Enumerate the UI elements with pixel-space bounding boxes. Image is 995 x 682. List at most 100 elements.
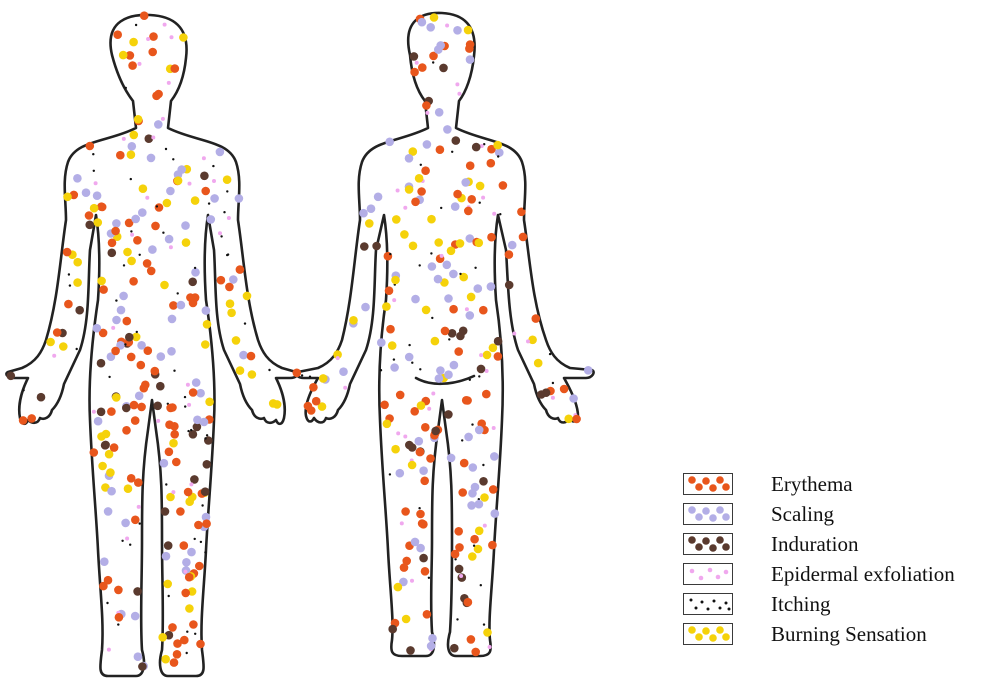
front-itching-marker [108, 376, 110, 378]
front-erythema-marker [169, 301, 178, 310]
back-induration-marker [455, 565, 464, 574]
front-erythema-marker [108, 239, 117, 248]
back-induration-marker [419, 554, 428, 563]
back-itching-marker [428, 577, 430, 579]
back-itching-marker [454, 558, 456, 560]
back-erythema-marker [426, 454, 435, 463]
front-itching-marker [76, 348, 78, 350]
burning-swatch-dot [688, 626, 696, 634]
front-scaling-marker [131, 612, 140, 621]
back-burning-marker [534, 359, 543, 368]
back-itching-marker [549, 353, 551, 355]
back-erythema-marker [380, 401, 389, 410]
front-erythema-marker [122, 426, 131, 435]
front-erythema-marker [217, 276, 226, 285]
front-burning-marker [73, 258, 82, 267]
front-scaling-marker [148, 245, 157, 254]
front-scaling-marker [177, 301, 186, 310]
front-exfoliation-marker [138, 62, 142, 66]
front-erythema-marker [184, 488, 193, 497]
front-erythema-marker [127, 353, 136, 362]
burning-swatch-graphic [684, 624, 731, 643]
front-scaling-marker [104, 507, 113, 516]
back-induration-marker [452, 136, 461, 145]
front-scaling-marker [187, 548, 196, 557]
back-itching-marker [523, 207, 525, 209]
front-erythema-marker [115, 613, 124, 622]
back-induration-marker [505, 281, 514, 290]
back-scaling-marker [450, 361, 459, 370]
front-scaling-marker [191, 268, 200, 277]
front-erythema-marker [170, 430, 179, 439]
front-erythema-marker [104, 576, 113, 585]
back-exfoliation-marker [479, 353, 483, 357]
front-erythema-marker [196, 640, 205, 649]
back-itching-marker [471, 423, 473, 425]
back-itching-marker [482, 464, 484, 466]
back-itching-marker [420, 164, 422, 166]
front-erythema-marker [140, 11, 149, 20]
front-scaling-marker [235, 194, 244, 203]
front-scaling-marker [93, 191, 102, 200]
back-scaling-marker [461, 178, 470, 187]
front-itching-marker [187, 430, 189, 432]
back-itching-marker [301, 374, 303, 376]
back-scaling-marker [449, 270, 458, 279]
front-erythema-marker [185, 573, 194, 582]
scaling-swatch-dot [716, 506, 724, 514]
front-itching-marker [190, 429, 192, 431]
front-erythema-marker [137, 361, 146, 370]
front-exfoliation-marker [52, 354, 56, 358]
front-induration-marker [122, 404, 131, 413]
front-scaling-marker [177, 165, 186, 174]
front-itching-marker [173, 370, 175, 372]
back-induration-marker [479, 477, 488, 486]
back-burning-marker [464, 26, 473, 35]
back-exfoliation-marker [400, 521, 404, 525]
back-exfoliation-marker [455, 82, 459, 86]
front-itching-marker [204, 551, 206, 553]
front-exfoliation-marker [92, 410, 96, 414]
back-exfoliation-marker [410, 579, 414, 583]
front-itching-marker [223, 211, 225, 213]
front-burning-marker [223, 175, 232, 184]
front-exfoliation-marker [169, 245, 173, 249]
front-erythema-marker [236, 265, 245, 274]
back-scaling-marker [466, 311, 475, 320]
induration-swatch-dot [709, 544, 717, 552]
back-erythema-marker [420, 477, 429, 486]
back-burning-marker [476, 182, 485, 191]
back-erythema-marker [487, 233, 496, 242]
front-scaling-marker [216, 148, 225, 157]
back-scaling-marker [374, 193, 383, 202]
back-induration-marker [472, 143, 481, 152]
itching-swatch-graphic [684, 594, 731, 613]
front-erythema-marker [114, 586, 123, 595]
front-erythema-marker [154, 90, 163, 99]
back-exfoliation-marker [459, 574, 463, 578]
back-scaling-marker [467, 501, 476, 510]
front-itching-marker [165, 148, 167, 150]
itching-swatch-dot [719, 607, 722, 610]
front-burning-marker [161, 655, 170, 664]
front-burning-marker [205, 398, 214, 407]
front-exfoliation-marker [186, 383, 190, 387]
back-erythema-marker [487, 159, 496, 168]
front-burning-marker [158, 633, 167, 642]
back-burning-marker [528, 336, 537, 345]
front-erythema-marker [148, 48, 157, 57]
back-exfoliation-marker [526, 339, 530, 343]
back-exfoliation-marker [403, 206, 407, 210]
front-induration-marker [97, 408, 106, 417]
back-induration-marker [360, 242, 369, 251]
back-induration-marker [405, 441, 414, 450]
front-itching-marker [125, 87, 127, 89]
itching-swatch-dot [713, 600, 716, 603]
back-scaling-marker [453, 26, 462, 35]
front-exfoliation-marker [167, 81, 171, 85]
front-exfoliation-marker [227, 216, 231, 220]
front-scaling-marker [112, 219, 121, 228]
back-burning-marker [417, 401, 426, 410]
induration-swatch-dot [716, 536, 724, 544]
back-itching-marker [461, 439, 463, 441]
